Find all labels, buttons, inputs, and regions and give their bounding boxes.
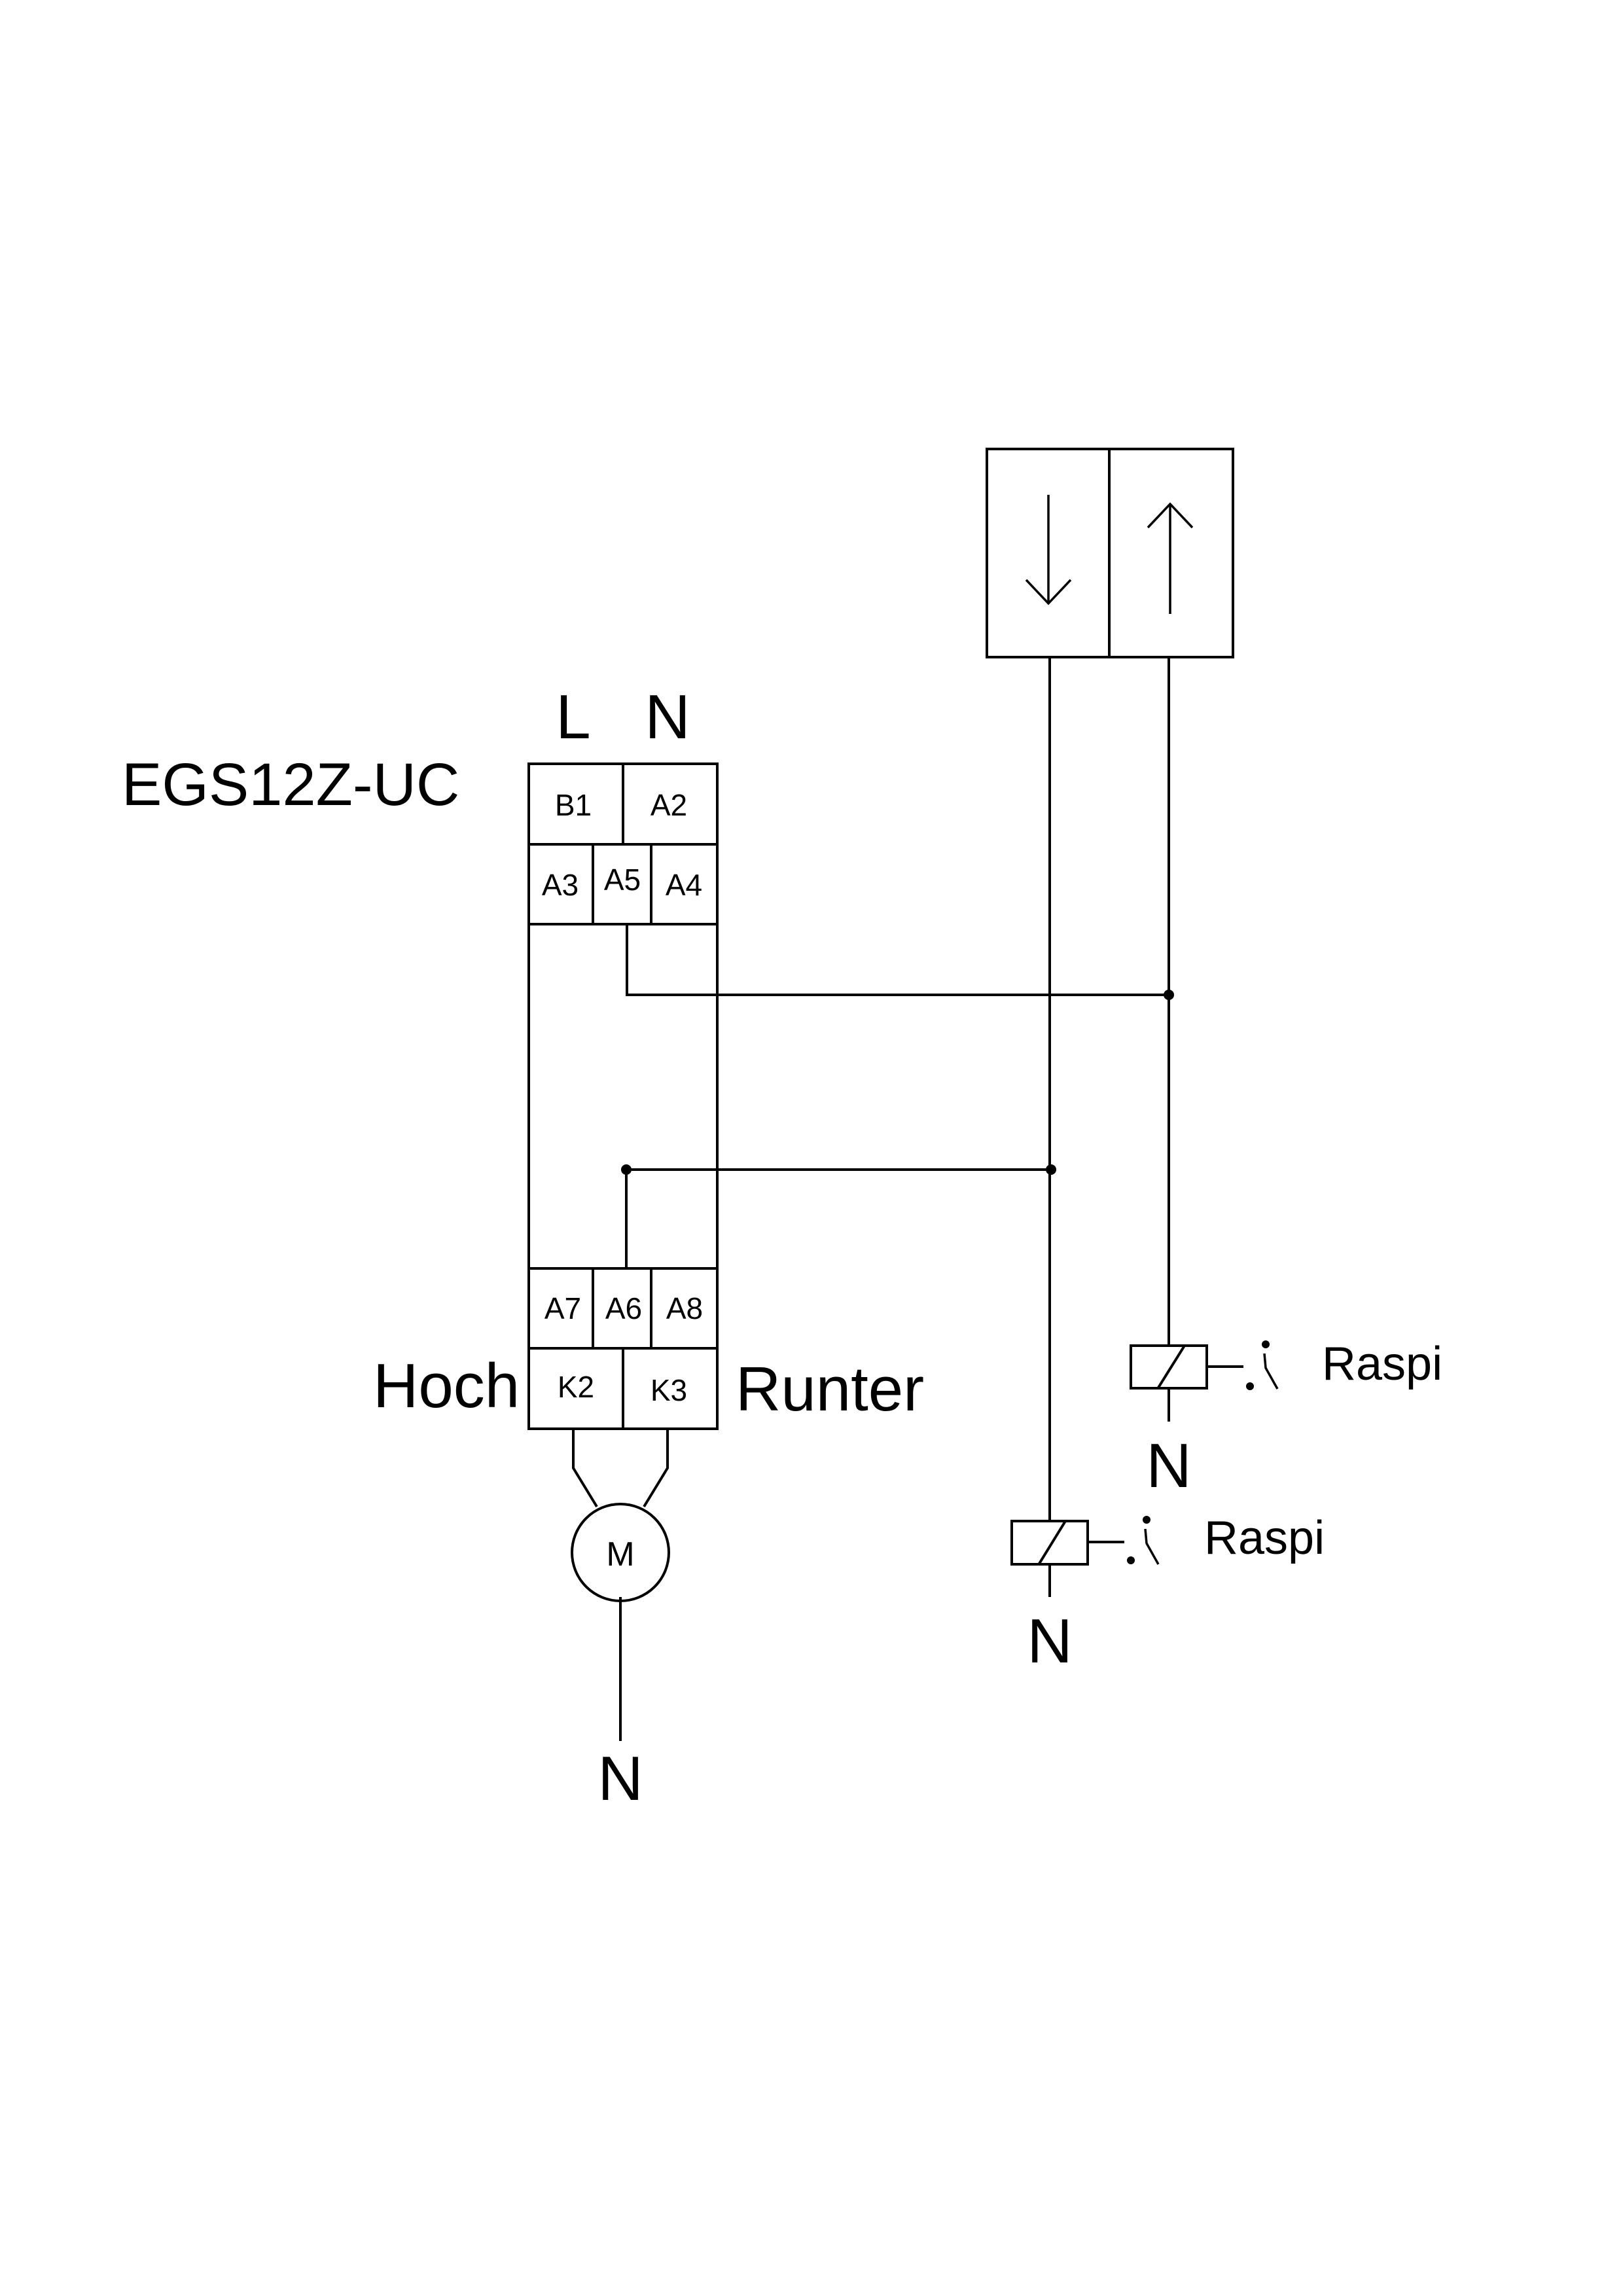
- supply-l-label: L: [556, 682, 590, 752]
- wire-a5-up: [626, 924, 1169, 996]
- relay-lower-label: Raspi: [1204, 1512, 1325, 1564]
- terminal-a8: A8: [666, 1291, 703, 1325]
- device-name-label: EGS12Z-UC: [122, 751, 459, 818]
- relay-upper-contact-icon: [1246, 1340, 1279, 1390]
- motor-connection: [572, 1429, 669, 1741]
- terminal-k2: K2: [558, 1370, 594, 1404]
- motor-symbol: [571, 1503, 670, 1602]
- relay-upper: [1130, 1344, 1243, 1422]
- relay-lower-neutral-label: N: [1027, 1606, 1072, 1676]
- terminal-k3: K3: [651, 1373, 687, 1407]
- junction-dot: [1046, 1164, 1056, 1175]
- motor-neutral-label: N: [597, 1744, 643, 1814]
- terminal-a5: A5: [604, 863, 641, 897]
- terminal-a2: A2: [651, 788, 687, 822]
- relay-lower: [1010, 1520, 1124, 1597]
- switch-panel: [986, 448, 1234, 658]
- terminal-b1: B1: [555, 788, 592, 822]
- motor-label: M: [606, 1535, 634, 1573]
- terminal-a7: A7: [544, 1291, 581, 1325]
- relay-upper-neutral-label: N: [1146, 1431, 1191, 1501]
- relay-lower-contact-icon: [1127, 1516, 1160, 1565]
- arrow-up-icon: [1147, 502, 1194, 614]
- junction-dot: [621, 1164, 632, 1175]
- supply-n-label: N: [645, 682, 690, 752]
- upper-terminal-block: [527, 762, 719, 925]
- terminal-a3: A3: [542, 868, 579, 902]
- device-body: [527, 924, 719, 1268]
- terminal-a6: A6: [605, 1291, 642, 1325]
- terminal-a4: A4: [666, 868, 702, 902]
- arrow-down-icon: [1025, 495, 1072, 605]
- relay-upper-label: Raspi: [1322, 1338, 1442, 1390]
- label-hoch: Hoch: [373, 1351, 520, 1421]
- label-runter: Runter: [736, 1354, 924, 1424]
- wire-a6-down: [625, 1168, 1051, 1268]
- lower-terminal-block: [527, 1267, 719, 1430]
- junction-dot: [1164, 990, 1174, 1000]
